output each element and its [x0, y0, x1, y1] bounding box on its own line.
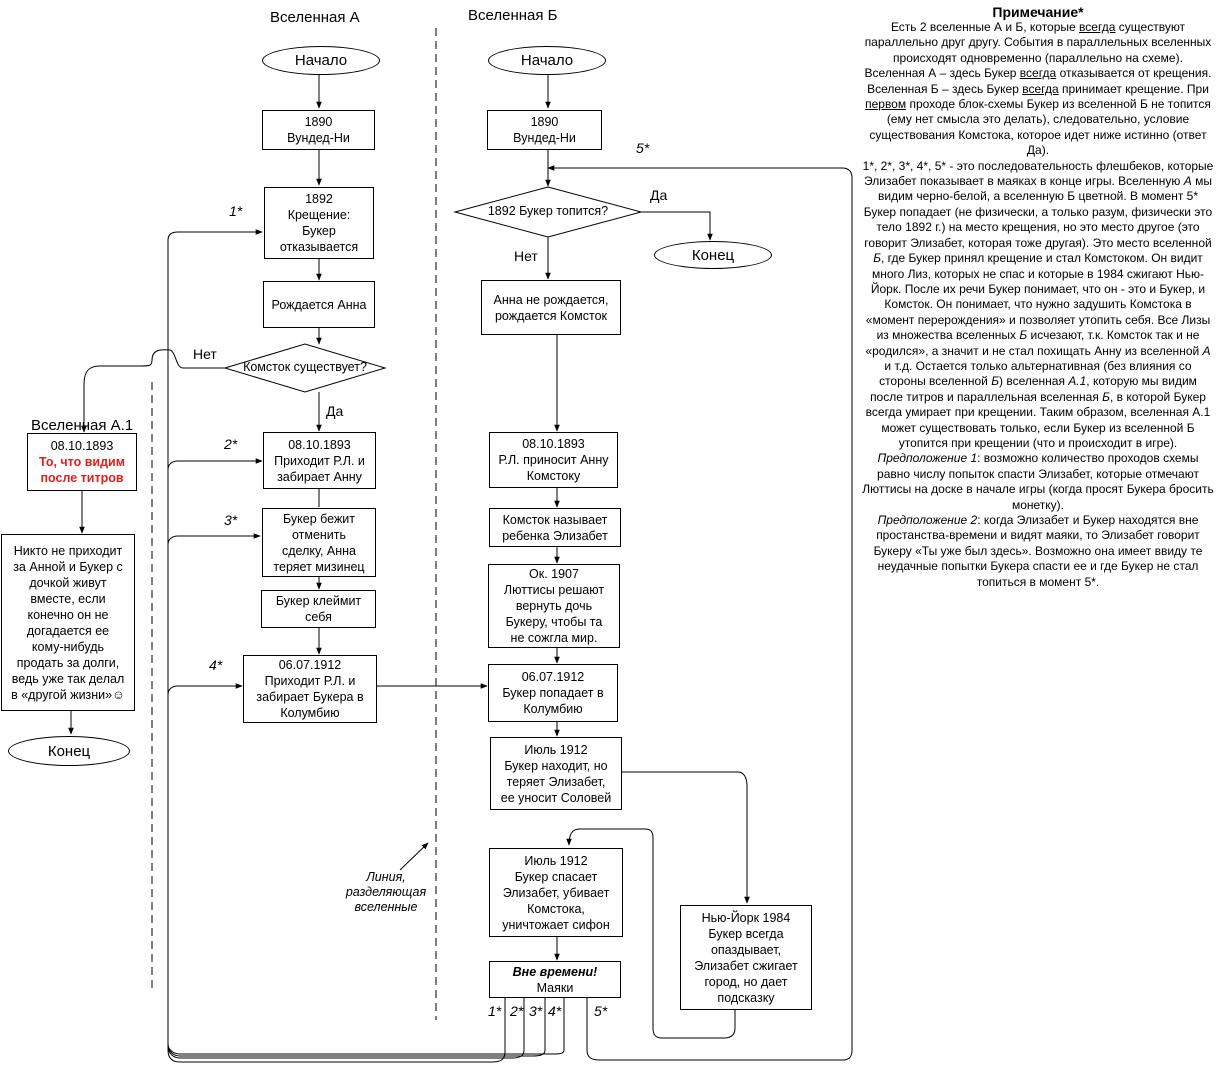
- step-label-3: 3*: [224, 512, 238, 528]
- a-1890-box: 1890 Вундед-Ни: [262, 110, 375, 150]
- b-july-1912-loses-box: Июль 1912 Букер находит, но теряет Элиза…: [490, 737, 622, 810]
- b-start-oval: Начало: [488, 46, 606, 75]
- b-comstock-names-box: Комсток называет ребенка Элизабет: [489, 508, 621, 547]
- lighthouses-text: Маяки: [536, 980, 574, 995]
- exit-label-4: 4*: [548, 1003, 562, 1019]
- comstock-exists-diamond: [223, 343, 387, 393]
- b-lighthouses-box: Вне времени! Маяки: [489, 961, 621, 998]
- b-1907-lutece-box: Ок. 1907 Люттисы решают вернуть дочь Бук…: [488, 564, 620, 648]
- exit-label-3: 3*: [529, 1003, 543, 1019]
- b-new-york-1984-box: Нью-Йорк 1984 Букер всегда опаздывает, Э…: [680, 905, 812, 1010]
- a-no-label: Нет: [193, 346, 217, 362]
- step-label-1: 1*: [229, 203, 243, 219]
- a-08-10-1893-box: 08.10.1893 Приходит Р.Л. и забирает Анну: [263, 432, 376, 489]
- b-06-07-1912-box: 06.07.1912 Букер попадает в Колумбию: [488, 664, 618, 722]
- a1-date-box: 08.10.1893 То, что видим после титров: [27, 433, 137, 491]
- note-title: Примечание*: [992, 4, 1084, 20]
- a1-date-text: 08.10.1893: [50, 439, 114, 453]
- note-paragraph-2: 1*, 2*, 3*, 4*, 5* - это последовательно…: [862, 158, 1214, 450]
- a-booker-brands-box: Букер клеймит себя: [261, 590, 376, 628]
- comstock-exists-label: Комсток существует?: [243, 360, 367, 374]
- b-july-1912-saves-box: Июль 1912 Букер спасает Элизабет, убивае…: [489, 848, 623, 937]
- step-label-5: 5*: [636, 140, 650, 156]
- b-end-oval: Конец: [654, 241, 772, 269]
- a-booker-runs-box: Букер бежит отменить сделку, Анна теряет…: [262, 508, 376, 577]
- a-start-oval: Начало: [262, 46, 380, 75]
- booker-drowns-label: 1892 Букер топится?: [487, 204, 609, 218]
- a1-end-oval: Конец: [8, 736, 130, 766]
- b-08-10-1893-box: 08.10.1893 Р.Л. приносит Анну Комстоку: [489, 432, 618, 488]
- step-label-2: 2*: [224, 436, 238, 452]
- out-of-time-text: Вне времени!: [512, 964, 598, 979]
- universe-a1-header: Вселенная А.1: [31, 417, 134, 434]
- note-paragraph-4: Предположение 2: когда Элизабет и Букер …: [873, 513, 1203, 589]
- b-anna-not-born-box: Анна не рождается, рождается Комсток: [481, 280, 621, 335]
- b-no-label: Нет: [514, 248, 538, 264]
- a1-nobody-comes-box: Никто не приходит за Анной и Букер с доч…: [1, 534, 135, 711]
- divider-caption: Линия, разделяющая вселенные: [345, 870, 427, 914]
- a-anna-born-box: Рождается Анна: [263, 281, 375, 328]
- note-panel: Примечание* Есть 2 вселенные А и Б, кото…: [862, 4, 1214, 590]
- note-paragraph-3: Предположение 1: возможно количество про…: [862, 451, 1214, 512]
- a-yes-label: Да: [326, 403, 344, 419]
- divider-pointer-arrow: [399, 842, 429, 871]
- b-yes-label: Да: [650, 187, 668, 203]
- step-label-4: 4*: [209, 657, 223, 673]
- exit-label-5: 5*: [594, 1003, 608, 1019]
- exit-label-2: 2*: [510, 1003, 524, 1019]
- note-paragraph-1: Есть 2 вселенные А и Б, которые всегда с…: [864, 20, 1212, 158]
- universe-a-header: Вселенная А: [270, 9, 360, 26]
- a-06-07-1912-box: 06.07.1912 Приходит Р.Л. и забирает Буке…: [243, 655, 377, 723]
- b-1890-box: 1890 Вундед-Ни: [487, 110, 602, 150]
- universe-b-header: Вселенная Б: [468, 7, 558, 24]
- a1-after-titles-text: То, что видим после титров: [39, 455, 125, 485]
- exit-label-1: 1*: [488, 1003, 502, 1019]
- a-1892-baptism-box: 1892 Крещение: Букер отказывается: [264, 187, 374, 259]
